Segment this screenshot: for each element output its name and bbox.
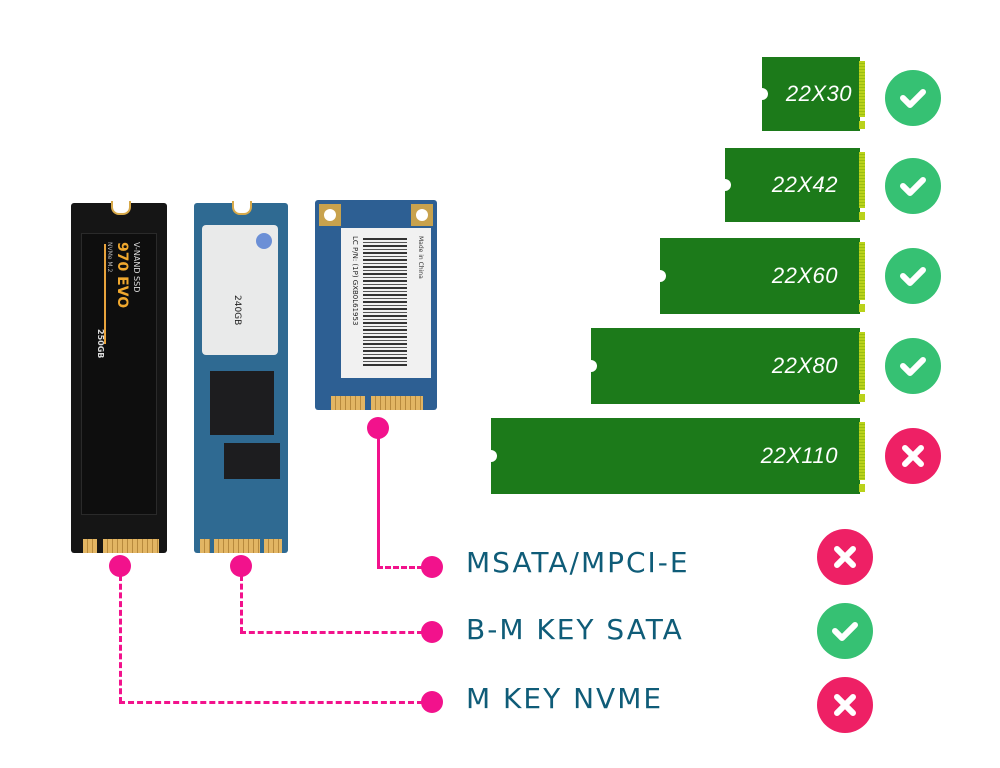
board-notch — [719, 179, 731, 191]
size-label-22x42: 22X42 — [771, 172, 838, 197]
size-board-22x42: 22X42 — [719, 148, 865, 222]
connector-dot-nvme — [109, 555, 131, 577]
cross-icon — [834, 694, 856, 716]
check-icon — [900, 267, 926, 286]
supported-badge-22x30 — [885, 70, 941, 126]
board-notch — [756, 88, 768, 100]
connector-dot-msata-label — [421, 556, 443, 578]
type-label-msata: MSATA/MPCI-E — [466, 546, 690, 579]
supported-badge-b-m-key-sata — [817, 603, 873, 659]
b-m-key-sata-ssd-card: 240GB — [194, 201, 288, 553]
connector-dot-nvme-label — [421, 691, 443, 713]
check-icon — [832, 622, 858, 641]
board-pins — [859, 422, 865, 480]
ssd-label-sticker: LC P/N: (1P) GXB0L61953 Made in China — [341, 228, 431, 378]
gold-contacts — [83, 539, 97, 553]
gold-contacts — [331, 396, 365, 410]
supported-badge-22x42 — [885, 158, 941, 214]
supported-badge-22x80 — [885, 338, 941, 394]
board-pins — [859, 121, 865, 129]
ssd-label-sticker: V-NAND SSD 970 EVO NVMe M.2 250GB — [81, 233, 157, 515]
check-icon — [900, 357, 926, 376]
board-pins — [859, 394, 865, 402]
gold-contacts — [371, 396, 423, 410]
size-label-22x60: 22X60 — [771, 263, 838, 288]
connector-line-sata — [240, 575, 243, 633]
sata-capacity: 240GB — [232, 295, 242, 326]
gold-contacts — [264, 539, 282, 553]
msata-ssd-card: LC P/N: (1P) GXB0L61953 Made in China — [315, 200, 437, 410]
nvme-capacity: 250GB — [96, 329, 105, 359]
type-label-m-key-nvme: M KEY NVME — [466, 682, 664, 715]
gold-contacts — [214, 539, 260, 553]
board-pins — [859, 484, 865, 492]
brand-line-accent — [104, 244, 106, 344]
board-notch — [585, 360, 597, 372]
connector-dot-msata — [367, 417, 389, 439]
board-notch — [654, 270, 666, 282]
board-pins — [859, 242, 865, 300]
size-board-22x30: 22X30 — [756, 57, 865, 131]
connector-line-nvme — [119, 701, 423, 704]
connector-dot-sata — [230, 555, 252, 577]
cross-icon — [834, 546, 856, 568]
board-pins — [859, 212, 865, 220]
size-label-22x30: 22X30 — [785, 81, 852, 106]
check-icon — [900, 177, 926, 196]
barcode — [363, 238, 407, 368]
size-label-22x80: 22X80 — [771, 353, 838, 378]
size-board-22x80: 22X80 — [585, 328, 865, 404]
mounting-hole — [319, 204, 341, 226]
mounting-hole — [411, 204, 433, 226]
nvme-line1: V-NAND SSD — [132, 242, 141, 293]
board-pins — [859, 152, 865, 208]
unsupported-badge-m-key-nvme — [817, 677, 873, 733]
board-pins — [859, 61, 865, 117]
msata-origin: Made in China — [417, 236, 424, 279]
m-key-nvme-ssd-card: V-NAND SSD 970 EVO NVMe M.2 250GB — [71, 201, 167, 553]
size-board-22x110: 22X110 — [485, 418, 865, 494]
connector-line-sata — [240, 631, 423, 634]
connector-line-msata — [377, 566, 423, 569]
msata-part-number: LC P/N: (1P) GXB0L61953 — [351, 236, 359, 326]
size-board-22x60: 22X60 — [654, 238, 865, 314]
connector-line-msata — [377, 437, 380, 568]
board-pins — [859, 332, 865, 390]
nand-chip — [210, 371, 274, 435]
mounting-notch — [232, 201, 252, 215]
type-label-b-m-key-sata: B-M KEY SATA — [466, 613, 684, 646]
nvme-model: 970 EVO — [114, 242, 130, 309]
board-notch — [485, 450, 497, 462]
unsupported-badge-msata — [817, 529, 873, 585]
size-label-22x110: 22X110 — [760, 443, 838, 468]
cross-icon — [902, 445, 924, 467]
controller-chip — [224, 443, 280, 479]
board-pins — [859, 304, 865, 312]
nvme-sub: NVMe M.2 — [106, 242, 113, 273]
gold-contacts — [103, 539, 159, 553]
gold-contacts — [200, 539, 210, 553]
unsupported-badge-22x110 — [885, 428, 941, 484]
connector-dot-sata-label — [421, 621, 443, 643]
connector-line-nvme — [119, 575, 122, 703]
ssd-label-sticker: 240GB — [202, 225, 278, 355]
check-icon — [900, 89, 926, 108]
supported-badge-22x60 — [885, 248, 941, 304]
logo-circle — [256, 233, 272, 249]
mounting-notch — [111, 201, 131, 215]
